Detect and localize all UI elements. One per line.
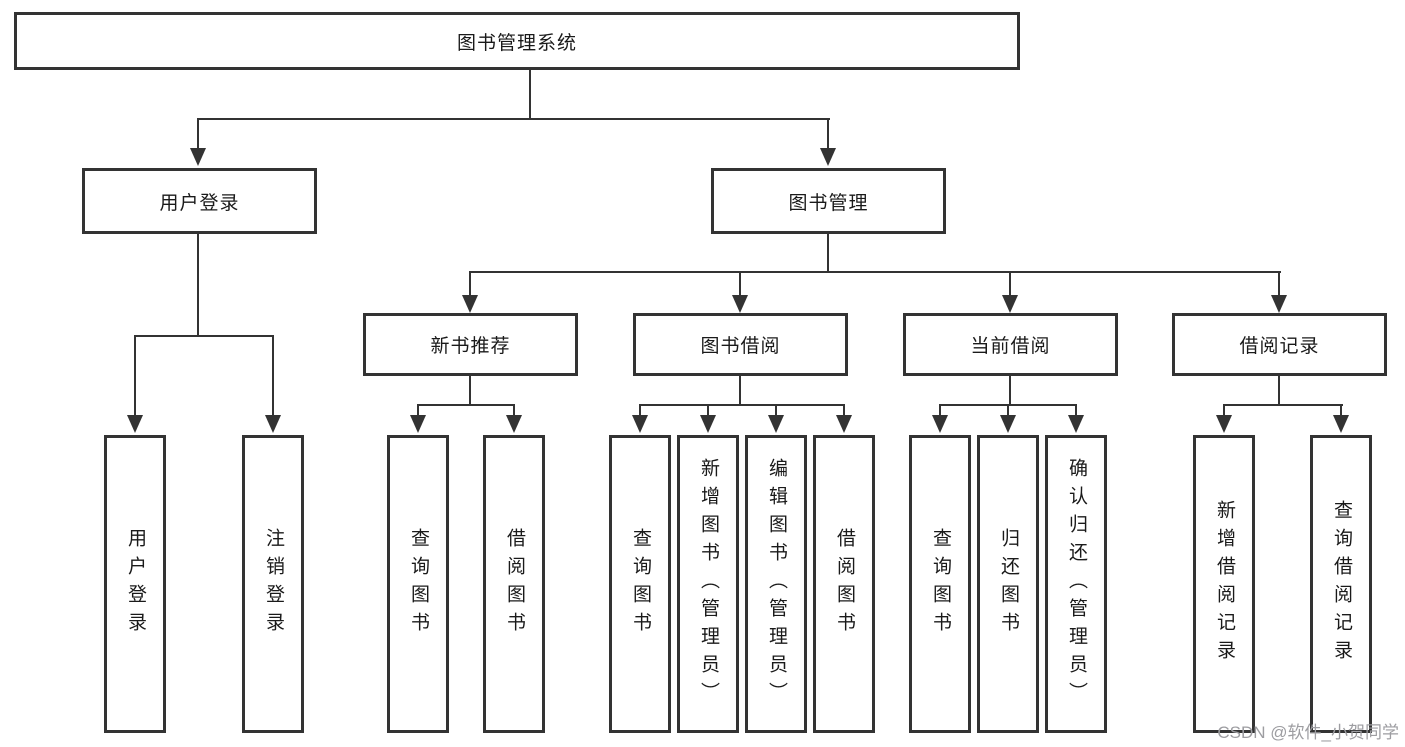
- connector-line: [1223, 404, 1225, 418]
- connector-arrowhead: [127, 415, 143, 433]
- leaf-query-books-borrowing-label: 查询图书: [629, 528, 651, 640]
- connector-line: [775, 404, 777, 418]
- connector-line: [1075, 404, 1077, 418]
- connector-arrowhead: [265, 415, 281, 433]
- connector-line: [827, 234, 829, 272]
- leaf-borrow-books-label: 借阅图书: [833, 528, 855, 640]
- leaf-confirm-return-admin-label: 确认归还（管理员）: [1065, 458, 1087, 710]
- connector-line: [197, 234, 199, 336]
- connector-arrowhead: [820, 148, 836, 166]
- connector-arrowhead: [1068, 415, 1084, 433]
- connector-arrowhead: [932, 415, 948, 433]
- leaf-borrow-books-recommend: 借阅图书: [483, 435, 545, 733]
- connector-line: [1009, 376, 1011, 406]
- connector-arrowhead: [1002, 295, 1018, 313]
- leaf-borrow-books: 借阅图书: [813, 435, 875, 733]
- connector-arrowhead: [768, 415, 784, 433]
- node-current-borrowing: 当前借阅: [903, 313, 1118, 376]
- connector-line: [1278, 376, 1280, 406]
- connector-arrowhead: [410, 415, 426, 433]
- connector-arrowhead: [836, 415, 852, 433]
- leaf-query-books-recommend: 查询图书: [387, 435, 449, 733]
- connector-arrowhead: [700, 415, 716, 433]
- leaf-edit-books-admin-label: 编辑图书（管理员）: [765, 458, 787, 710]
- connector-line: [739, 271, 741, 297]
- connector-line: [827, 118, 829, 150]
- leaf-return-books: 归还图书: [977, 435, 1039, 733]
- connector-line: [739, 376, 741, 406]
- connector-line: [513, 404, 515, 418]
- leaf-add-books-admin-label: 新增图书（管理员）: [697, 458, 719, 710]
- leaf-logout-label: 注销登录: [262, 528, 284, 640]
- connector-line: [469, 271, 1281, 273]
- connector-line: [469, 271, 471, 297]
- leaf-add-books-admin: 新增图书（管理员）: [677, 435, 739, 733]
- node-book-borrowing: 图书借阅: [633, 313, 848, 376]
- connector-line: [134, 335, 274, 337]
- connector-line: [843, 404, 845, 418]
- connector-arrowhead: [1000, 415, 1016, 433]
- leaf-query-books-current-label: 查询图书: [929, 528, 951, 640]
- leaf-return-books-label: 归还图书: [997, 528, 1019, 640]
- leaf-add-borrow-record: 新增借阅记录: [1193, 435, 1255, 733]
- leaf-user-login: 用户登录: [104, 435, 166, 733]
- leaf-edit-books-admin: 编辑图书（管理员）: [745, 435, 807, 733]
- connector-line: [1340, 404, 1342, 418]
- connector-arrowhead: [732, 295, 748, 313]
- csdn-watermark: CSDN @软件_小贺同学: [1217, 723, 1399, 742]
- leaf-query-books-borrowing: 查询图书: [609, 435, 671, 733]
- connector-line: [1007, 404, 1009, 418]
- node-user-login: 用户登录: [82, 168, 317, 234]
- connector-line: [469, 376, 471, 406]
- node-new-book-recommendation-label: 新书推荐: [430, 336, 511, 357]
- connector-arrowhead: [462, 295, 478, 313]
- connector-arrowhead: [1333, 415, 1349, 433]
- node-root: 图书管理系统: [14, 12, 1020, 70]
- connector-line: [1223, 404, 1343, 406]
- leaf-query-books-current: 查询图书: [909, 435, 971, 733]
- connector-line: [1278, 271, 1280, 297]
- connector-line: [639, 404, 845, 406]
- connector-line: [529, 70, 531, 119]
- connector-line: [939, 404, 941, 418]
- connector-line: [1009, 271, 1011, 297]
- leaf-query-borrow-record: 查询借阅记录: [1310, 435, 1372, 733]
- connector-line: [707, 404, 709, 418]
- leaf-query-borrow-record-label: 查询借阅记录: [1330, 500, 1352, 668]
- leaf-borrow-books-recommend-label: 借阅图书: [503, 528, 525, 640]
- connector-arrowhead: [632, 415, 648, 433]
- leaf-query-books-recommend-label: 查询图书: [407, 528, 429, 640]
- node-borrowing-records-label: 借阅记录: [1239, 336, 1320, 357]
- connector-line: [417, 404, 515, 406]
- leaf-confirm-return-admin: 确认归还（管理员）: [1045, 435, 1107, 733]
- node-book-management-label: 图书管理: [788, 192, 869, 214]
- connector-arrowhead: [190, 148, 206, 166]
- node-current-borrowing-label: 当前借阅: [970, 336, 1051, 357]
- connector-line: [197, 118, 830, 120]
- connector-line: [197, 118, 199, 150]
- leaf-add-borrow-record-label: 新增借阅记录: [1213, 500, 1235, 668]
- node-root-label: 图书管理系统: [456, 32, 577, 54]
- leaf-user-login-label: 用户登录: [124, 528, 146, 640]
- connector-line: [134, 335, 136, 417]
- connector-line: [417, 404, 419, 418]
- connector-line: [272, 335, 274, 417]
- node-book-management: 图书管理: [711, 168, 946, 234]
- connector-arrowhead: [1271, 295, 1287, 313]
- node-user-login-label: 用户登录: [159, 192, 240, 214]
- connector-arrowhead: [506, 415, 522, 433]
- node-book-borrowing-label: 图书借阅: [700, 336, 781, 357]
- leaf-logout: 注销登录: [242, 435, 304, 733]
- node-borrowing-records: 借阅记录: [1172, 313, 1387, 376]
- node-new-book-recommendation: 新书推荐: [363, 313, 578, 376]
- connector-line: [639, 404, 641, 418]
- connector-arrowhead: [1216, 415, 1232, 433]
